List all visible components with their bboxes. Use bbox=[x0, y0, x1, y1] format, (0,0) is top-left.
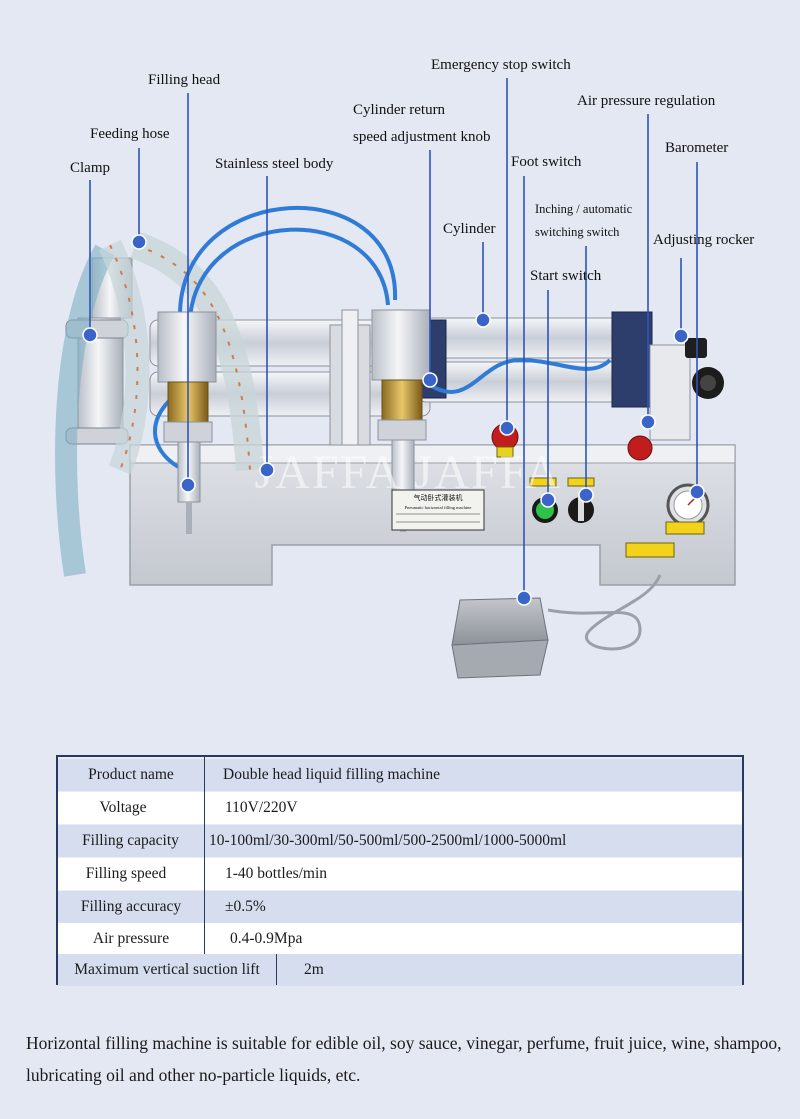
watermark-text: JAFFA JAFFA bbox=[254, 446, 561, 499]
label-cylinder: Cylinder bbox=[443, 221, 496, 237]
center-brackets bbox=[329, 309, 371, 446]
nameplate-title: 气动卧式灌装机 bbox=[414, 493, 463, 502]
feeding-hose-marker bbox=[131, 234, 147, 250]
stainless-body-marker bbox=[259, 462, 275, 478]
spec-row-filling-capacity: Filling capacity 10-100ml/30-300ml/50-50… bbox=[58, 825, 742, 857]
clamp-marker bbox=[82, 327, 98, 343]
spec-value: 110V/220V bbox=[225, 799, 298, 816]
label-foot-switch: Foot switch bbox=[511, 154, 582, 170]
spec-value: 2m bbox=[304, 961, 324, 978]
spec-label: Air pressure bbox=[92, 930, 170, 947]
machine-diagram: 气动卧式灌装机 Pneumatic horizontal filling mac… bbox=[55, 57, 754, 679]
barometer-marker bbox=[689, 484, 705, 500]
emergency-stop-marker bbox=[499, 420, 515, 436]
callout-leaders bbox=[82, 78, 705, 606]
column-divider-last bbox=[276, 954, 277, 985]
spec-label: Maximum vertical suction lift bbox=[74, 961, 260, 978]
label-clamp: Clamp bbox=[70, 160, 110, 176]
adjusting-rocker-marker bbox=[673, 328, 689, 344]
cylinder-marker bbox=[475, 312, 491, 328]
spec-label: Filling speed bbox=[85, 865, 167, 882]
callout-labels: Filling head Feeding hose Clamp Stainles… bbox=[70, 57, 754, 284]
spec-value: 1-40 bottles/min bbox=[225, 865, 328, 882]
machine-nameplate: 气动卧式灌装机 Pneumatic horizontal filling mac… bbox=[391, 489, 485, 531]
spec-label: Filling capacity bbox=[82, 832, 179, 849]
label-inching-2: switching switch bbox=[535, 225, 620, 239]
start-switch-marker bbox=[540, 492, 556, 508]
spec-row-voltage: Voltage 110V/220V bbox=[58, 792, 742, 824]
filling-head-right bbox=[371, 309, 431, 532]
inching-switch-marker bbox=[578, 487, 594, 503]
filling-head-marker bbox=[180, 477, 196, 493]
spec-row-product-name: Product name Double head liquid filling … bbox=[58, 759, 742, 791]
spec-value: 0.4-0.9Mpa bbox=[230, 930, 303, 947]
label-stainless-body: Stainless steel body bbox=[215, 156, 334, 172]
spec-value: ±0.5% bbox=[225, 898, 266, 915]
spec-label: Product name bbox=[88, 766, 174, 783]
label-feeding-hose: Feeding hose bbox=[90, 126, 170, 142]
label-cylinder-return-2: speed adjustment knob bbox=[353, 129, 490, 145]
spec-label: Voltage bbox=[99, 799, 147, 816]
footer-description: Horizontal filling machine is suitable f… bbox=[26, 1033, 782, 1085]
spec-label: Filling accuracy bbox=[80, 898, 182, 915]
foot-pedal bbox=[451, 574, 662, 679]
label-start-switch: Start switch bbox=[530, 268, 602, 284]
label-cylinder-return-1: Cylinder return bbox=[353, 102, 446, 118]
spec-row-filling-speed: Filling speed 1-40 bottles/min bbox=[58, 858, 742, 890]
spec-table: Product name Double head liquid filling … bbox=[56, 755, 744, 986]
label-air-pressure-regulation: Air pressure regulation bbox=[577, 93, 716, 109]
label-adjusting-rocker: Adjusting rocker bbox=[653, 232, 754, 248]
cylinder-return-marker bbox=[422, 372, 438, 388]
foot-switch-marker bbox=[516, 590, 532, 606]
air-tubes bbox=[152, 205, 612, 472]
spec-value: Double head liquid filling machine bbox=[223, 766, 440, 783]
label-emergency-stop: Emergency stop switch bbox=[431, 57, 571, 73]
air-pressure-marker bbox=[640, 414, 656, 430]
label-inching-1: Inching / automatic bbox=[535, 202, 633, 216]
spec-row-suction-lift: Maximum vertical suction lift 2m bbox=[58, 954, 742, 986]
spec-value: 10-100ml/30-300ml/50-500ml/500-2500ml/10… bbox=[209, 832, 567, 849]
label-filling-head: Filling head bbox=[148, 72, 221, 88]
column-divider bbox=[204, 757, 205, 954]
spec-row-air-pressure: Air pressure 0.4-0.9Mpa bbox=[58, 923, 742, 955]
spec-row-filling-accuracy: Filling accuracy ±0.5% bbox=[58, 891, 742, 923]
label-barometer: Barometer bbox=[665, 140, 728, 156]
nameplate-subtitle: Pneumatic horizontal filling machine bbox=[405, 505, 472, 510]
